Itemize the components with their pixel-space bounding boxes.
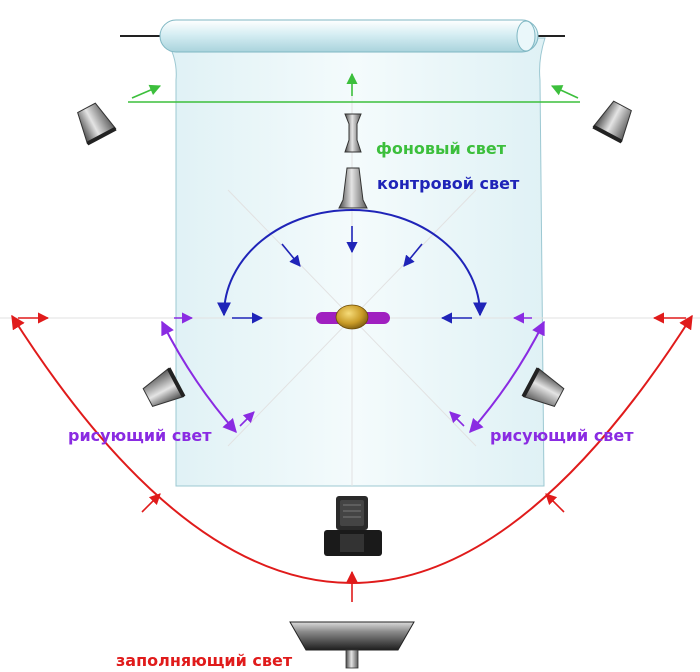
fill-light-label: заполняющий свет (116, 651, 293, 670)
key-light-left-label: рисующий свет (68, 426, 212, 445)
background-light-label: фоновый свет (376, 139, 507, 158)
key-light-lamp-left (142, 367, 186, 407)
background-lamp-right (592, 100, 632, 144)
camera-icon (324, 496, 382, 556)
background-light-lamp (344, 113, 362, 153)
key-light-lamp-right (521, 367, 565, 407)
back-light-lamp (338, 167, 368, 209)
back-light-label: контровой свет (377, 174, 520, 193)
softbox-icon (289, 621, 415, 669)
fill-light-group (11, 312, 693, 669)
background-light-group (128, 72, 580, 153)
background-lamp-left (77, 102, 117, 146)
key-light-group (142, 312, 565, 434)
key-light-right-label: рисующий свет (490, 426, 634, 445)
backdrop (120, 19, 565, 487)
